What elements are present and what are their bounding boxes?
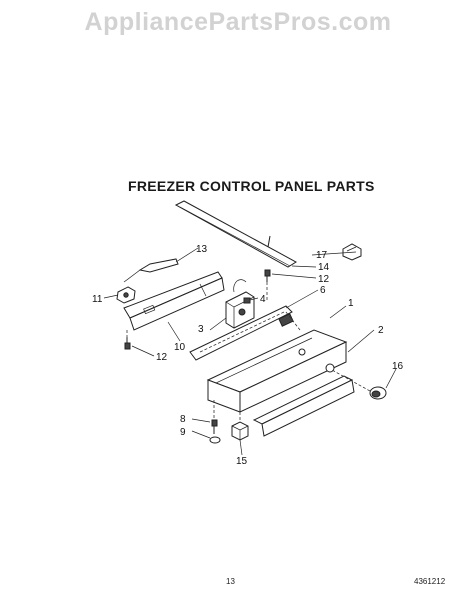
part-1-housing: [206, 313, 348, 413]
part-2-front-panel: [252, 363, 355, 437]
diagram-title: FREEZER CONTROL PANEL PARTS: [128, 178, 375, 194]
part-6-strip: [189, 305, 293, 361]
assembly-lines: [126, 282, 301, 420]
part-13-tube: [123, 258, 179, 283]
callout-12-upper: 12: [318, 274, 330, 285]
part-3-control: [225, 279, 255, 329]
callout-2: 2: [378, 325, 384, 336]
part-14-top-bracket: [174, 200, 297, 268]
callout-15: 15: [236, 456, 248, 467]
callout-12-lower: 12: [156, 352, 168, 363]
document-number: 4361212: [414, 577, 446, 586]
part-12-screw-upper: [264, 269, 271, 282]
callout-9: 9: [180, 427, 186, 438]
callout-17: 17: [316, 250, 328, 261]
part-12-screw-lower: [124, 337, 131, 350]
callout-14: 14: [318, 262, 330, 273]
callout-10: 10: [174, 342, 186, 353]
part-10-bracket: [123, 271, 225, 331]
callout-8: 8: [180, 414, 186, 425]
callout-16: 16: [392, 361, 404, 372]
watermark: AppliancePartsPros.com: [84, 8, 392, 36]
part-11-clip: [116, 286, 136, 304]
callout-6: 6: [320, 285, 326, 296]
part-15-block: [231, 421, 249, 441]
part-16-knob: [331, 369, 387, 400]
part-8-screw: [211, 419, 218, 434]
callout-3: 3: [198, 324, 204, 335]
callout-4: 4: [260, 294, 266, 305]
page-number: 13: [226, 577, 235, 586]
callout-11: 11: [92, 294, 103, 305]
callout-13: 13: [196, 244, 208, 255]
callout-1: 1: [348, 298, 354, 309]
part-9-washer: [209, 436, 221, 444]
leader-lines: [103, 247, 397, 456]
callouts: 13 17 14 12 6 11 4 1 3 2 10 12 16 8 9 15: [92, 244, 404, 467]
